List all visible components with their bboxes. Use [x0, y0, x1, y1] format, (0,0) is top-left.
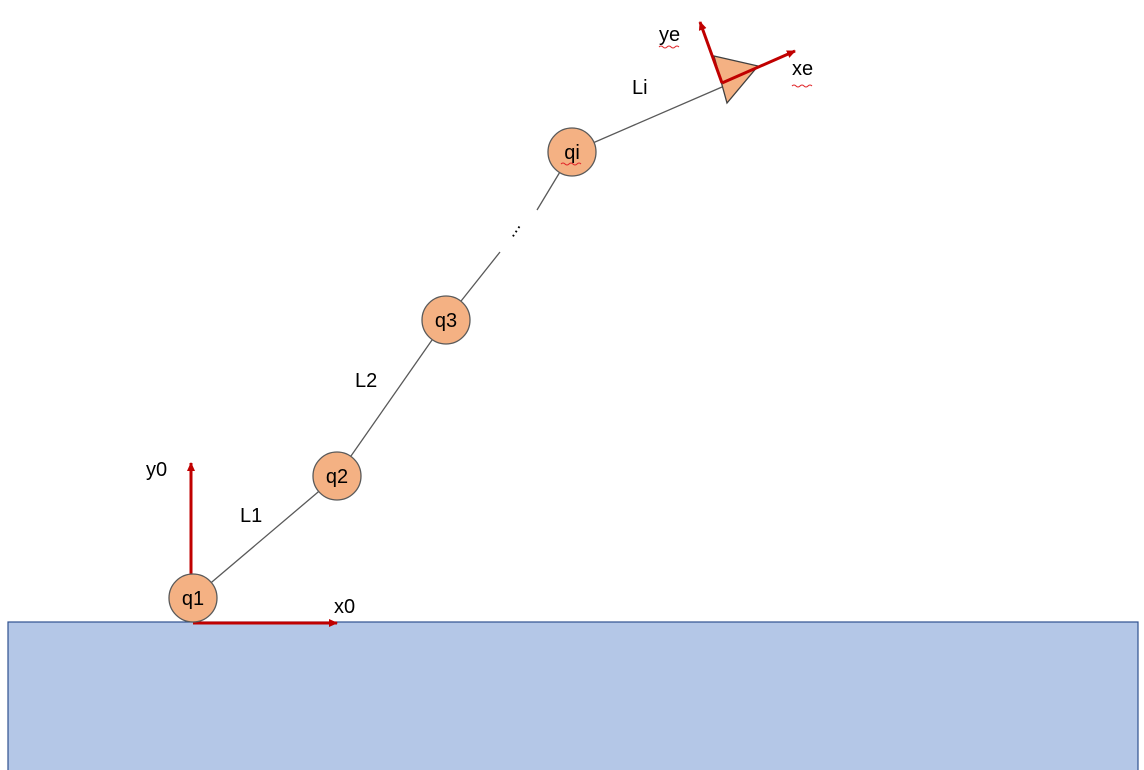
effector-x-axis-arrow — [721, 49, 796, 85]
joint-q2: q2 — [312, 451, 362, 501]
base-x-axis-label: x0 — [334, 596, 355, 618]
link-l1-label: L1 — [240, 505, 262, 527]
link-l2-label: L2 — [355, 370, 377, 392]
joint-q1-circle — [168, 573, 218, 623]
effector-y-axis-label: ye — [659, 24, 680, 46]
link-l2-line — [336, 319, 447, 477]
joint-q2-circle — [312, 451, 362, 501]
link-li-line — [571, 86, 723, 153]
base-y-axis-label: y0 — [146, 459, 167, 481]
spellcheck-underline-ye — [658, 45, 680, 49]
joint-q3-label: q3 — [435, 310, 457, 332]
joint-q3: q3 — [421, 295, 471, 345]
joint-qi: qi — [547, 127, 597, 177]
link-l1-line — [192, 475, 338, 599]
effector-y-axis-arrow — [698, 21, 724, 84]
joint-q1-label: q1 — [182, 588, 204, 610]
spellcheck-underline-qi — [560, 162, 582, 166]
joint-q2-label: q2 — [326, 466, 348, 488]
effector-x-axis-label: xe — [792, 58, 813, 80]
ellipsis-label: ... — [499, 217, 524, 240]
link-li-label: Li — [632, 77, 648, 99]
joint-qi-circle — [547, 127, 597, 177]
spellcheck-underline-xe — [791, 84, 813, 88]
ground-surface — [7, 621, 1139, 770]
joint-q1: q1 — [168, 573, 218, 623]
joint-qi-label: qi — [564, 142, 580, 164]
joint-q3-circle — [421, 295, 471, 345]
